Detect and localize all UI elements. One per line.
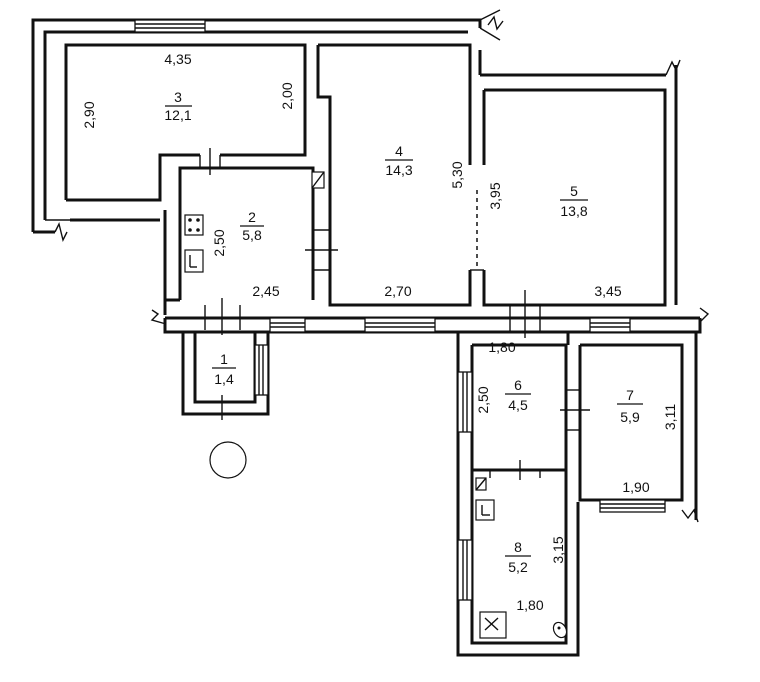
dim-room-3-left: 2,90	[81, 101, 97, 128]
toilet-icon	[479, 611, 507, 639]
room-1-number: 1	[220, 351, 228, 367]
doors	[199, 148, 590, 480]
room-5-area: 13,8	[560, 203, 587, 219]
dim-room-3-right: 2,00	[279, 82, 295, 109]
room-8-label: 8 5,2	[505, 539, 531, 575]
room-4-area: 14,3	[385, 162, 412, 178]
room-5-number: 5	[570, 183, 578, 199]
room-8-area: 5,2	[508, 559, 528, 575]
dim-room-5-height: 3,95	[487, 182, 503, 209]
fixtures	[184, 171, 568, 639]
room-7-number: 7	[626, 387, 634, 403]
room-6-number: 6	[514, 377, 522, 393]
wash-basin-icon	[475, 499, 495, 521]
chimney-icon	[311, 171, 325, 189]
room-6-area: 4,5	[508, 397, 528, 413]
dim-room-5-width: 3,45	[594, 283, 621, 299]
windows	[134, 19, 666, 601]
room-4-number: 4	[395, 143, 403, 159]
room-7-area: 5,9	[620, 409, 640, 425]
dim-room-3-top: 4,35	[164, 51, 191, 67]
dim-room-4-height: 5,30	[449, 161, 465, 188]
room-labels: 3 12,1 2 5,8 4 14,3 5 13,8 1 1,4 6 4,5	[164, 89, 643, 575]
dim-room-4-width: 2,70	[384, 283, 411, 299]
room-2-label: 2 5,8	[240, 209, 264, 243]
room-3-number: 3	[174, 89, 182, 105]
dim-room-7-height: 3,11	[662, 404, 678, 430]
room-8-number: 8	[514, 539, 522, 555]
column-circle	[209, 441, 247, 479]
room-5-label: 5 13,8	[560, 183, 588, 219]
room-4-label: 4 14,3	[385, 143, 413, 178]
dim-room-2-width: 2,45	[252, 283, 279, 299]
water-heater-icon	[475, 477, 487, 491]
room-6-label: 6 4,5	[505, 377, 531, 413]
stove-icon	[184, 214, 204, 236]
sink-icon	[184, 249, 204, 273]
dim-room-7-width: 1,90	[622, 479, 649, 495]
floor-drain-icon	[552, 621, 568, 639]
dim-room-6-width: 1,80	[488, 339, 515, 355]
room-3-area: 12,1	[164, 107, 191, 123]
dim-room-8-width: 1,80	[516, 597, 543, 613]
dim-room-2-height: 2,50	[211, 229, 227, 256]
room-7-label: 7 5,9	[617, 387, 643, 425]
room-1-area: 1,4	[214, 371, 234, 387]
room-2-area: 5,8	[242, 227, 262, 243]
dim-room-8-height: 3,15	[550, 536, 566, 563]
dim-room-6-height: 2,50	[475, 386, 491, 413]
dimension-labels: 4,35 2,90 2,00 2,50 2,45 2,70 5,30 3,95 …	[81, 51, 678, 613]
room-3-label: 3 12,1	[164, 89, 192, 123]
room-2-number: 2	[248, 209, 256, 225]
room-1-label: 1 1,4	[212, 351, 236, 387]
